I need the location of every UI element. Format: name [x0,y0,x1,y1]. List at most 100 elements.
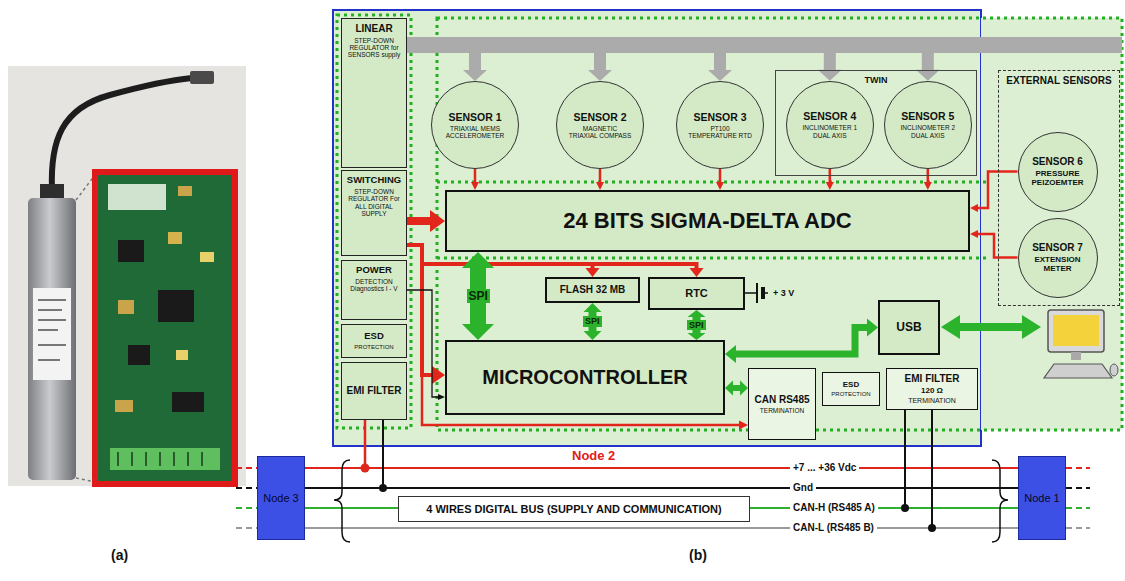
signal-name: CAN-L (RS485 B) [790,522,877,534]
ground-tap [382,420,384,488]
metal-tube [28,198,76,480]
arrow-head [463,70,487,81]
ground-wire [236,487,1090,489]
node-title: SWITCHING [345,175,403,186]
arrow-head [739,421,748,430]
signal-name: Gnd [790,482,816,494]
arrow-head [826,182,834,190]
usb-block: USB [878,300,940,355]
connector [826,169,834,190]
node-detail: TRIAXIAL MEMS ACCELEROMETER [443,125,507,140]
pcb-silkscreen [108,184,166,210]
pcb-part [176,350,188,360]
node-title: SENSOR 2 [568,111,632,123]
node-detail: TERMINATION [752,407,812,414]
pcb-part [118,300,134,314]
node-detail: INCLINOMETER 1 DUAL AXIS [798,124,862,139]
sensor-circle: SENSOR 1 TRIAXIAL MEMS ACCELEROMETER [431,81,519,169]
connector [471,169,479,190]
mcu-block: MICROCONTROLLER [445,340,725,415]
sensor-circle: SENSOR 4INCLINOMETER 1 DUAL AXIS [786,81,874,169]
connector [970,230,1018,258]
connector-line [735,328,868,355]
pcb-part [178,186,192,196]
esd-block: ESDPROTECTION [822,372,880,406]
adc-block: 24 BITS SIGMA-DELTA ADC [445,190,970,252]
node-title: EMI FILTER [345,385,403,397]
power-box: POWERDETECTION Diagnostics I - V [341,260,407,320]
connector-line [407,290,439,397]
connector [596,169,604,190]
emi-filter-box: EMI FILTER [341,362,407,420]
node-detail: PT100 TEMPERATURE RTD [688,125,752,140]
arrow-head [471,182,479,190]
pcb-part [168,232,182,244]
sensor-circle: SENSOR 7EXTENSION METER [1018,218,1098,298]
node-title: SENSOR 1 [443,111,507,123]
connector [725,319,878,364]
group-box: TWINSENSOR 4INCLINOMETER 1 DUAL AXISSENS… [775,70,977,176]
node-title: Node 3 [261,492,301,505]
arrow-head [584,303,602,312]
node-detail: 120 Ω [890,386,974,395]
junction-dot [379,484,387,492]
arrow-head [586,268,600,277]
pcb-terminal [110,448,220,470]
connector [584,303,602,340]
node-title: SENSOR 7 [1030,242,1086,254]
computer-stand [1071,352,1081,360]
connector [970,172,1018,213]
rtc-block: RTC [648,277,745,310]
connector-line [407,245,740,425]
can-low-wire [305,527,1018,529]
dotted-region [437,182,990,258]
external-group: EXTERNAL SENSORSSENSOR 6PRESSURE PEIZOEM… [998,70,1120,306]
terminal-pins [118,452,202,466]
connector-line [407,245,433,375]
arrow-head [970,230,978,238]
bus-box: 4 WIRES DIGITAL BUS (SUPPLY AND COMMUNIC… [398,496,750,522]
node-title: EXTERNAL SENSORS [1002,75,1116,87]
pcb-chip [172,392,204,412]
regulator-box: SWITCHINGSTEP-DOWN REGULATOR For ALL DIG… [341,170,407,256]
arrow-head [716,182,724,190]
usb-link-head [941,315,960,339]
arrow-head [725,381,733,396]
arrow-head [588,70,612,81]
bus-label: SPI [467,289,490,303]
node-title: 4 WIRES DIGITAL BUS (SUPPLY AND COMMUNIC… [402,503,746,516]
arrow-head [462,252,494,268]
pcb-part [200,252,214,262]
node-title: ESD [345,331,403,342]
signal-name: +7 ... +36 Vdc [790,462,859,474]
pcb-chip [118,240,144,262]
connector [407,245,748,430]
node-housing [333,10,981,446]
node-detail: STEP-DOWN REGULATOR for SENSORS supply [345,37,403,59]
arrow-head [688,310,706,317]
arrow-head [596,182,604,190]
node-title: FLASH 32 MB [550,284,635,296]
esd-box: ESD PROTECTION [341,324,407,358]
connector [688,310,706,340]
connector-line [407,45,928,71]
battery-symbol [761,287,765,299]
connector-line [474,169,477,183]
connector [407,210,445,232]
node-detail: EXTENSION METER [1030,255,1086,273]
node-detail: PROTECTION [345,344,403,351]
node-title: EMI FILTER [890,373,974,385]
node-title: ESD [826,380,876,389]
tube-sticker [33,288,71,380]
node-title: LINEAR [345,23,403,35]
node-detail: MAGNETIC TRIAXIAL COMPASS [568,125,632,140]
computer-keyboard [1044,364,1112,378]
node-title: SENSOR 3 [688,111,752,123]
connector [924,169,932,190]
arrow-head [708,70,732,81]
node-name: Node 2 [572,448,615,464]
interface-block: CAN RS485TERMINATION [748,368,816,440]
bus-brace [334,460,350,542]
junction-dot [901,504,909,512]
